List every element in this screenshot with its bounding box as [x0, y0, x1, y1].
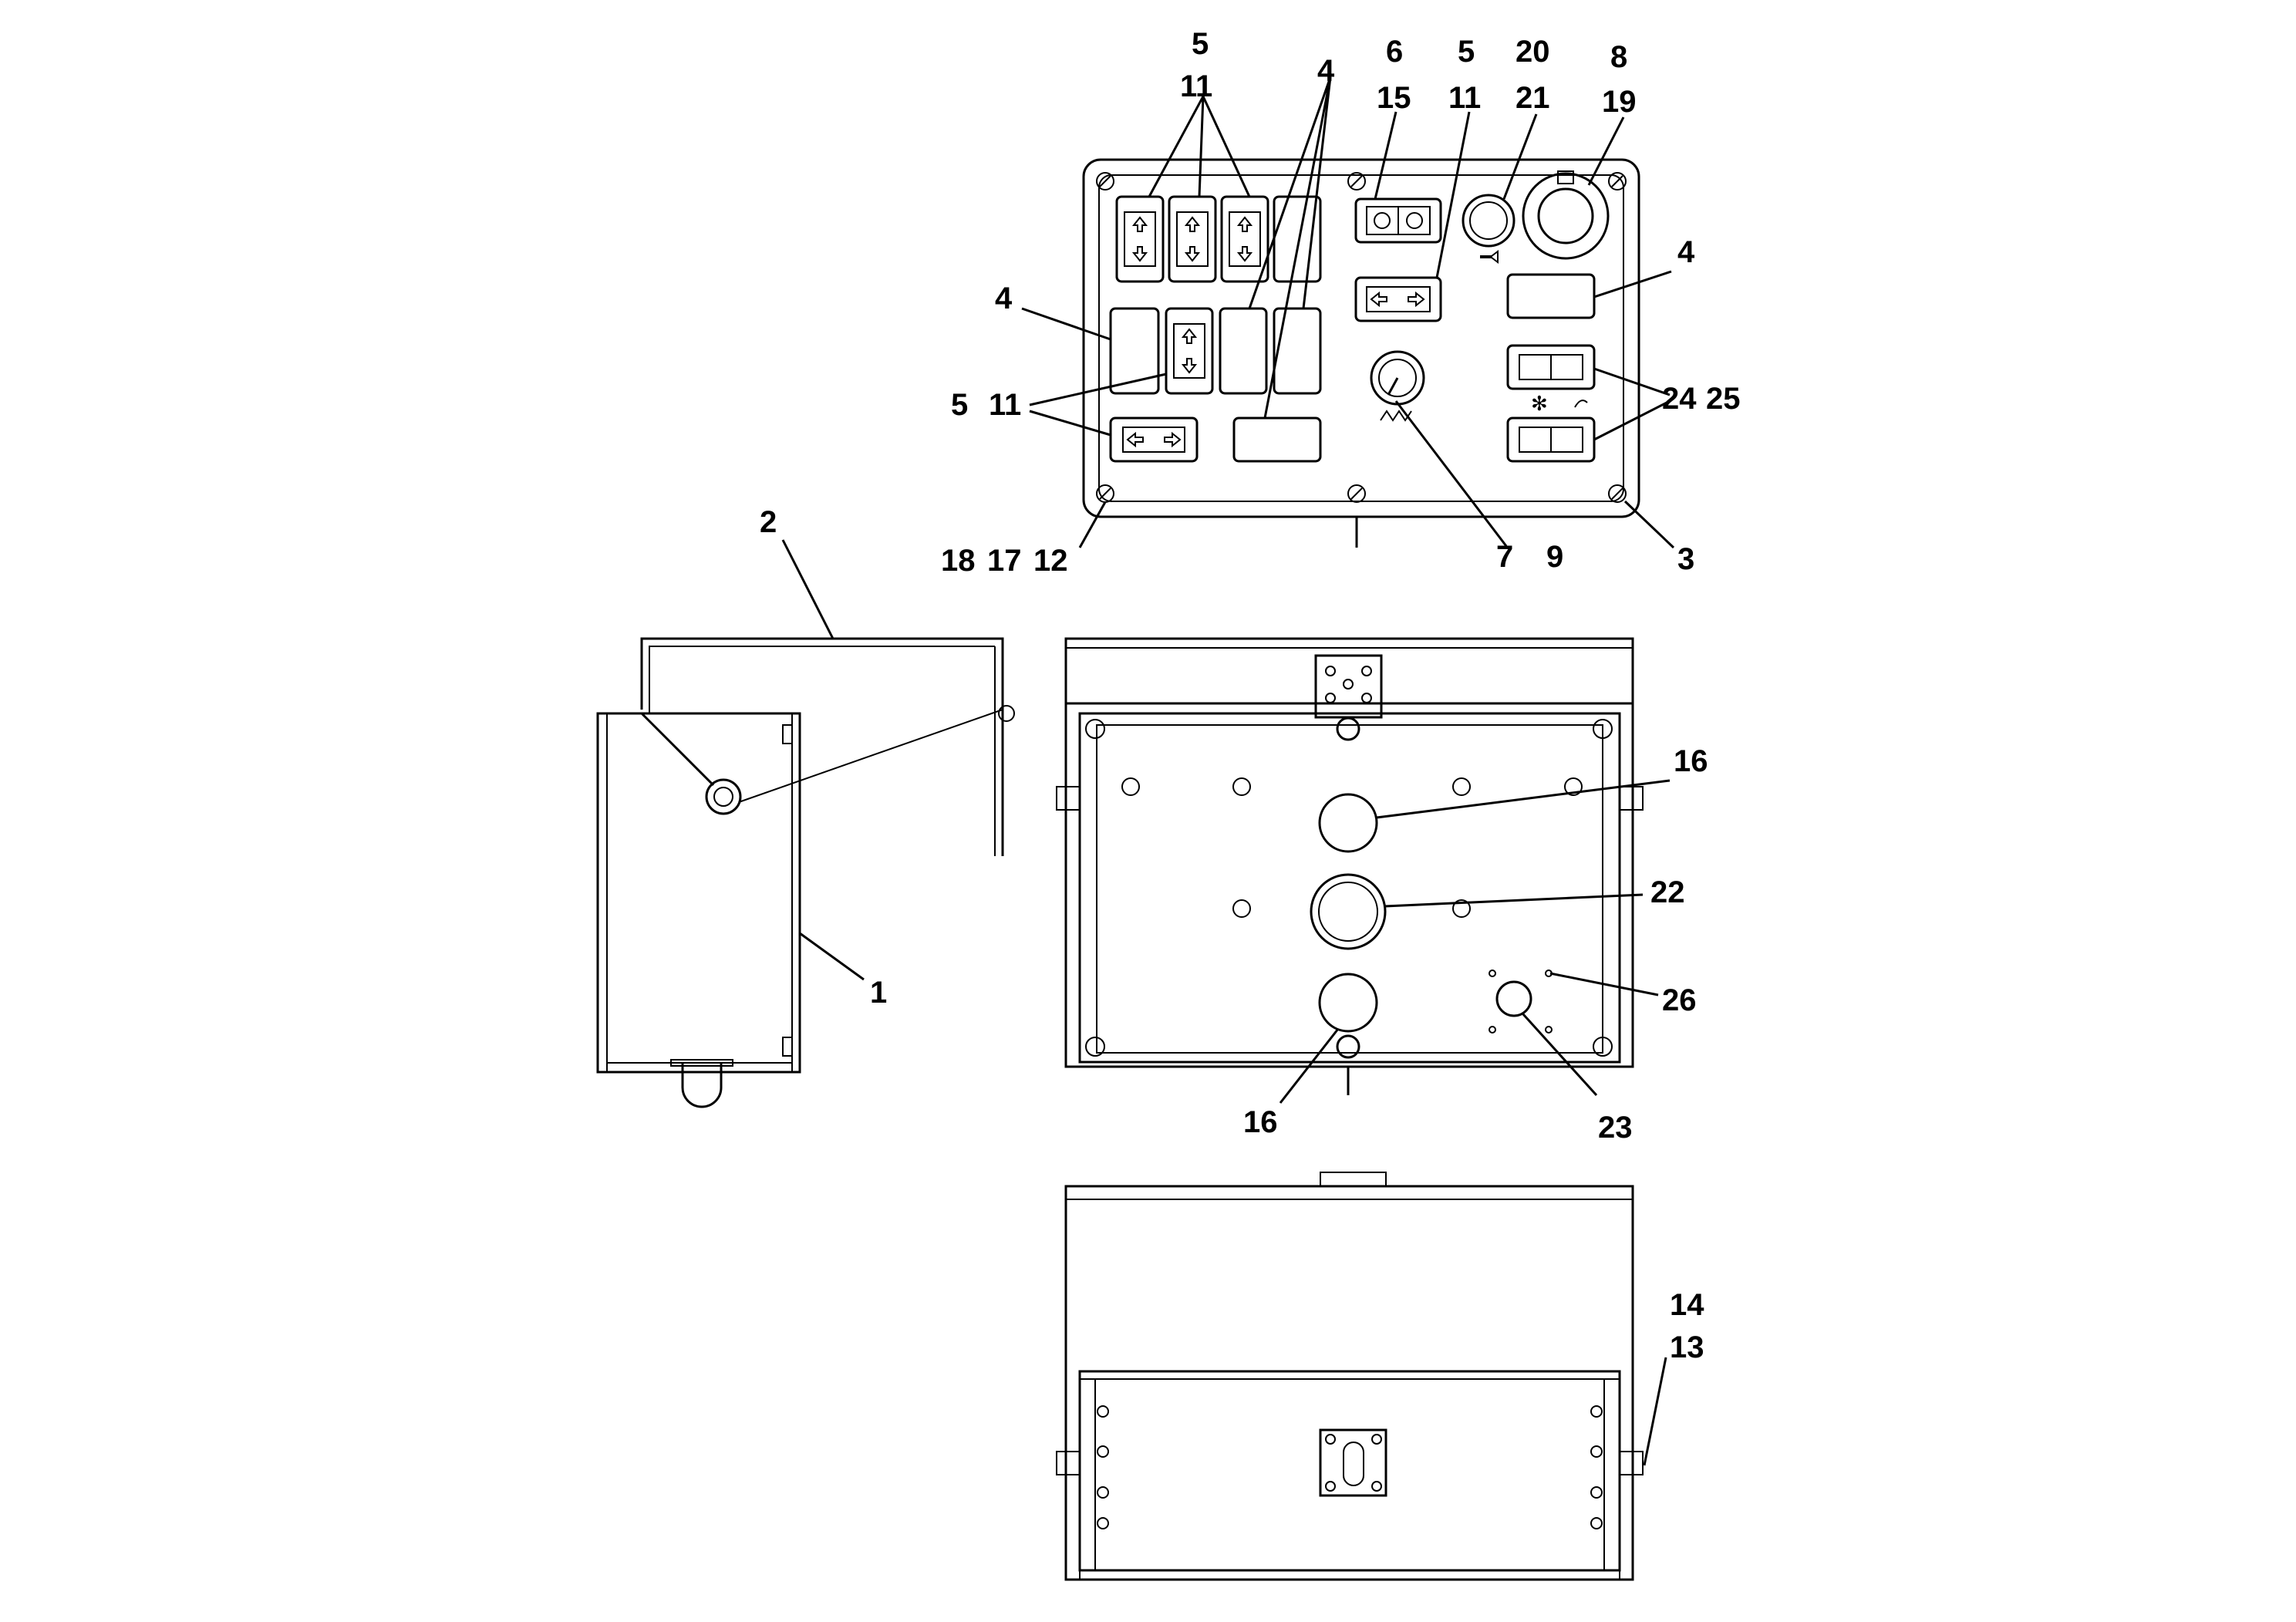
callout-13: 13 — [1670, 1330, 1704, 1364]
callout-4: 4 — [995, 282, 1013, 315]
horn-button — [1462, 194, 1515, 264]
callout-1: 1 — [870, 976, 887, 1010]
callout-11: 11 — [989, 388, 1021, 422]
callout-5: 5 — [951, 388, 968, 422]
callout-12: 12 — [1033, 544, 1068, 578]
fan-switch: ✻ — [1506, 344, 1596, 416]
enclosure-back-view — [1056, 637, 1644, 1095]
wiper-switch — [1506, 416, 1596, 463]
callout-11: 11 — [1180, 69, 1212, 103]
connector-16-upper — [1318, 793, 1378, 853]
leader-lines-bottom — [1643, 1357, 1667, 1466]
callout-3: 3 — [1677, 542, 1694, 576]
horn-icon — [1480, 250, 1499, 264]
callout-20: 20 — [1515, 35, 1550, 69]
rocker-switch-row-top — [1115, 195, 1322, 283]
connector-23 — [1495, 980, 1532, 1017]
blank-plate-right — [1506, 273, 1596, 319]
callout-19: 19 — [1602, 85, 1637, 119]
leader-lines-top — [1021, 76, 1675, 549]
callouts-top: 5 11 4 6 15 5 11 20 21 8 19 4 4 5 11 24 … — [941, 27, 1741, 578]
gear-knob-icon — [1370, 350, 1425, 422]
connector-16-lower — [1318, 973, 1378, 1033]
wiper-icon — [1574, 400, 1588, 408]
enclosure-bottom-view — [1056, 1172, 1644, 1581]
callout-18: 18 — [941, 544, 976, 578]
callout-17: 17 — [987, 544, 1022, 578]
callout-14: 14 — [1670, 1288, 1704, 1322]
callout-15: 15 — [1377, 81, 1411, 115]
left-right-switch-right — [1354, 276, 1442, 322]
callout-24: 24 — [1662, 382, 1697, 416]
callout-11: 11 — [1448, 81, 1481, 115]
callout-9: 9 — [1546, 540, 1563, 574]
callout-16: 16 — [1674, 744, 1708, 778]
connector-22 — [1310, 873, 1387, 950]
left-right-switch-left — [1109, 416, 1322, 463]
leader-lines-side — [781, 539, 865, 981]
callout-22: 22 — [1650, 875, 1685, 909]
panel-screws — [1096, 172, 1627, 503]
callout-23: 23 — [1598, 1111, 1633, 1145]
callout-4: 4 — [1677, 235, 1695, 269]
callout-21: 21 — [1515, 81, 1550, 115]
callout-5: 5 — [1458, 35, 1475, 69]
callout-5: 5 — [1192, 27, 1209, 61]
callout-16: 16 — [1243, 1105, 1278, 1139]
callout-2: 2 — [760, 505, 777, 539]
control-panel-front-view: ✻ — [1082, 158, 1640, 548]
enclosure-side-view — [596, 637, 1015, 1108]
callout-8: 8 — [1610, 40, 1627, 74]
ignition-key-switch — [1522, 170, 1610, 260]
fan-icon: ✻ — [1531, 393, 1548, 416]
callout-6: 6 — [1386, 35, 1403, 69]
leader-lines-back — [1279, 779, 1671, 1104]
callout-26: 26 — [1662, 983, 1697, 1017]
callout-4: 4 — [1317, 54, 1335, 88]
rocker-switch-row-middle — [1109, 307, 1322, 395]
callout-25: 25 — [1706, 382, 1741, 416]
callout-7: 7 — [1496, 540, 1513, 574]
switch-pair-6-15 — [1354, 197, 1442, 244]
